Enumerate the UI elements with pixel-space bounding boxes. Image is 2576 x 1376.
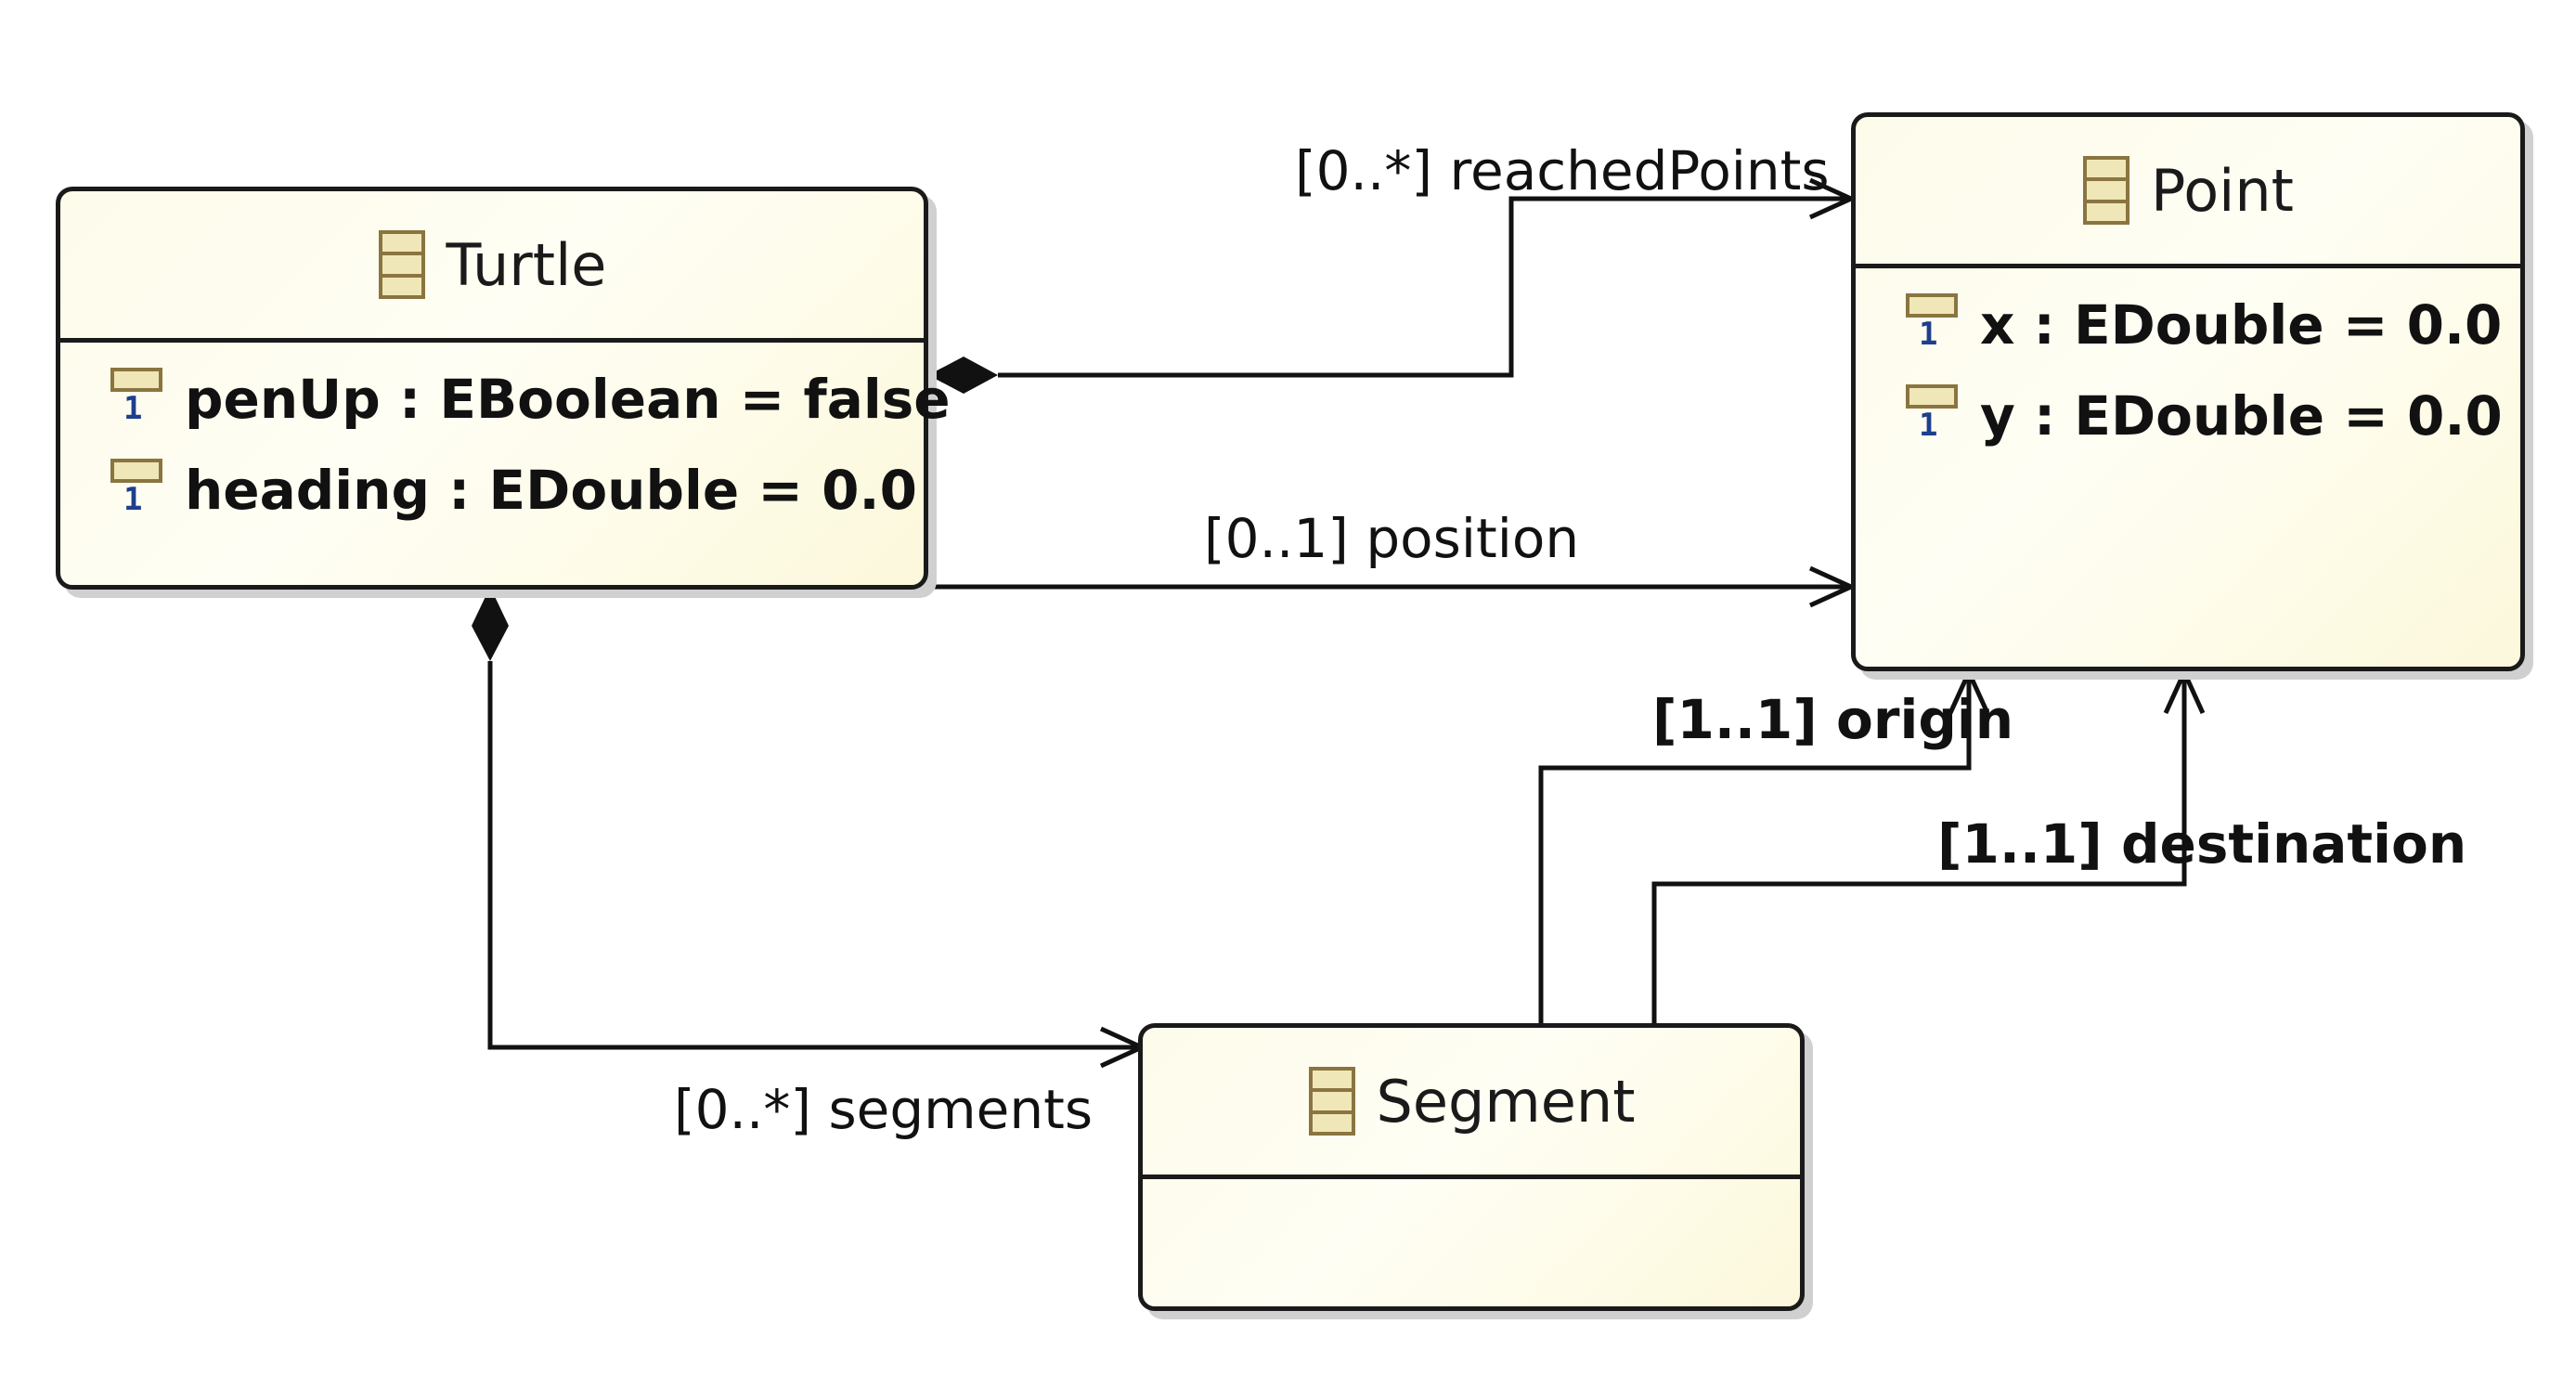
reference-label-reachedPoints[interactable]: [0..*] reachedPoints — [1295, 139, 1830, 202]
composition-diamond-reachedPoints — [928, 357, 998, 394]
eattribute-icon: 1 — [1902, 292, 1963, 358]
reference-origin-line[interactable] — [1538, 672, 1972, 1026]
class-point[interactable]: Point 1 x : EDouble = 0.0 1 y : EDouble … — [1851, 112, 2525, 671]
attribute-heading[interactable]: 1 heading : EDouble = 0.0 — [107, 457, 917, 524]
reference-destination-arrowhead — [2163, 666, 2206, 715]
class-segment[interactable]: Segment — [1138, 1023, 1805, 1311]
eattribute-icon: 1 — [107, 457, 168, 524]
multiplicity-badge: 1 — [123, 390, 143, 427]
reference-segments-line[interactable] — [487, 661, 1142, 1050]
attribute-label: y : EDouble = 0.0 — [1980, 384, 2503, 448]
class-turtle[interactable]: Turtle 1 penUp : EBoolean = false 1 head… — [56, 187, 951, 590]
eclass-icon — [2082, 155, 2130, 226]
reference-label-origin[interactable]: [1..1] origin — [1652, 688, 2014, 751]
attribute-label: penUp : EBoolean = false — [185, 368, 951, 431]
attribute-y[interactable]: 1 y : EDouble = 0.0 — [1902, 383, 2503, 449]
eattribute-icon: 1 — [107, 366, 168, 433]
multiplicity-badge: 1 — [1919, 407, 1938, 444]
composition-diamond-segments — [472, 587, 509, 661]
eclass-icon — [1308, 1066, 1356, 1136]
class-name: Turtle — [446, 230, 607, 299]
reference-label-destination[interactable]: [1..1] destination — [1937, 812, 2467, 876]
reference-label-position[interactable]: [0..1] position — [1204, 507, 1580, 570]
multiplicity-badge: 1 — [1919, 316, 1938, 353]
class-name: Segment — [1376, 1067, 1636, 1136]
attribute-x[interactable]: 1 x : EDouble = 0.0 — [1902, 292, 2502, 358]
reference-label-segments[interactable]: [0..*] segments — [674, 1078, 1094, 1141]
reference-origin-arrowhead — [1948, 666, 1990, 715]
attribute-label: x : EDouble = 0.0 — [1980, 293, 2503, 357]
multiplicity-badge: 1 — [123, 481, 143, 518]
attribute-penUp[interactable]: 1 penUp : EBoolean = false — [107, 366, 951, 433]
attribute-label: heading : EDouble = 0.0 — [185, 459, 917, 522]
eclass-icon — [378, 229, 426, 300]
reference-reachedPoints-line[interactable] — [998, 196, 1851, 378]
class-point-header: Point — [1856, 117, 2520, 268]
eattribute-icon: 1 — [1902, 383, 1963, 449]
reference-destination-line[interactable] — [1651, 672, 2187, 1026]
class-name: Point — [2151, 156, 2294, 225]
class-turtle-header: Turtle — [60, 191, 924, 343]
class-segment-header: Segment — [1143, 1028, 1800, 1179]
